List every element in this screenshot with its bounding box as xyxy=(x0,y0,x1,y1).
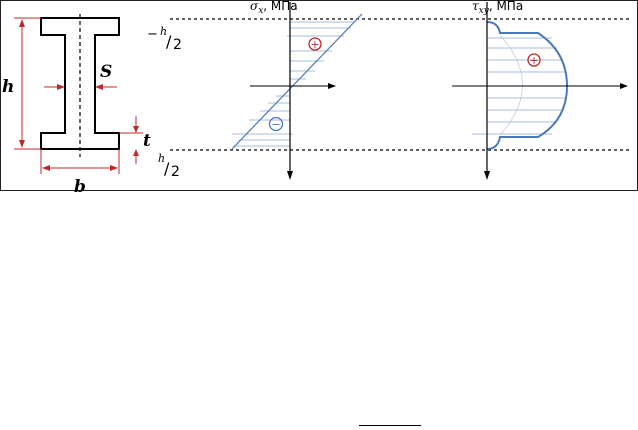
height-dimension xyxy=(14,17,41,150)
svg-text:−: − xyxy=(147,27,158,42)
width-dimension xyxy=(40,149,120,174)
svg-text:+: + xyxy=(310,38,319,51)
svg-text:−: − xyxy=(271,118,280,131)
flange-thickness-dimension xyxy=(119,116,143,164)
sigma-plot-title: σx, МПа xyxy=(250,0,298,16)
web-thickness-label: S xyxy=(100,62,112,82)
svg-text:h: h xyxy=(158,152,165,165)
svg-text:/: / xyxy=(166,32,172,51)
bottom-fraction-bar xyxy=(359,425,421,426)
width-label: b xyxy=(74,177,86,197)
sigma-negative-sign: − xyxy=(268,116,284,132)
svg-text:2: 2 xyxy=(171,164,180,180)
stress-diagram: h b S t − h / 2 h / 2 xyxy=(0,0,638,197)
sigma-distribution-line xyxy=(231,13,363,150)
sigma-positive-sign: + xyxy=(308,37,322,51)
tau-positive-sign: + xyxy=(527,53,541,67)
tau-plot-title: τxy, МПа xyxy=(472,0,523,16)
sigma-vertical-arrow xyxy=(287,171,293,180)
svg-text:+: + xyxy=(529,54,538,67)
svg-text:2: 2 xyxy=(173,37,182,53)
svg-text:/: / xyxy=(164,159,170,178)
tau-inner-curve xyxy=(499,34,523,136)
tau-plot: + τxy, МПа xyxy=(452,0,628,180)
tau-hatch xyxy=(472,37,565,135)
bottom-half-height-label: h / 2 xyxy=(158,152,180,180)
top-half-height-label: − h / 2 xyxy=(147,25,182,53)
web-thickness-dimension xyxy=(44,84,117,90)
height-label: h xyxy=(2,77,14,97)
svg-text:h: h xyxy=(160,25,167,38)
sigma-hatch xyxy=(232,21,355,147)
flange-thickness-label: t xyxy=(143,131,151,151)
tau-vertical-arrow xyxy=(484,171,490,180)
sigma-plot: + − σx, МПа xyxy=(231,0,363,180)
i-beam-section: h b S t xyxy=(2,14,151,197)
tau-horizontal-arrow xyxy=(620,83,628,89)
sigma-horizontal-arrow xyxy=(328,83,336,89)
